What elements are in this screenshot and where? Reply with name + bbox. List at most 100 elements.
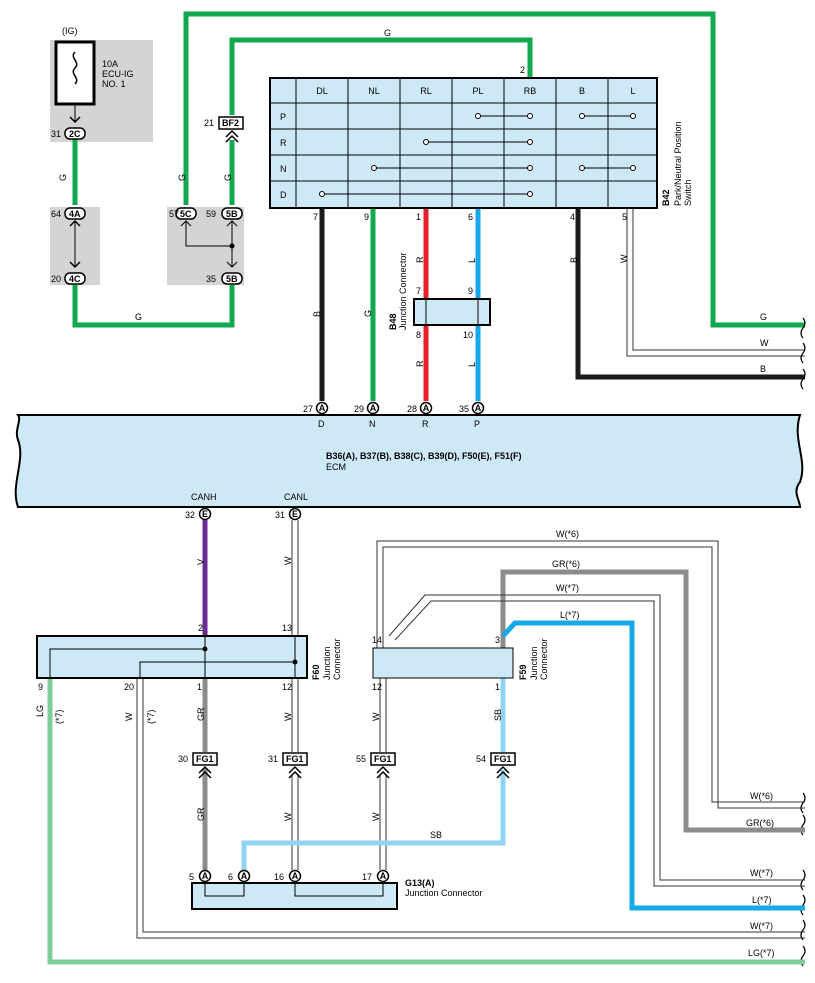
ecm-block: B36(A), B37(B), B38(C), B39(D), F50(E), … <box>14 414 804 508</box>
ecm-pin-35-conn: A <box>475 403 482 413</box>
g13-name: Junction Connector <box>405 888 483 898</box>
switch-pin-9: 9 <box>364 212 369 222</box>
f59-pin-1: 1 <box>495 682 500 692</box>
switch-contacts <box>319 113 636 197</box>
ecm-pin-28-conn: A <box>423 403 430 413</box>
f60-pin-12: 12 <box>282 682 292 692</box>
connector-4a-label: 4A <box>69 209 81 219</box>
f59-pin-14: 14 <box>372 635 382 645</box>
f60-pin-1: 1 <box>197 682 202 692</box>
connector-5b-top-label: 5B <box>226 209 238 219</box>
f60-pin-13: 13 <box>282 623 292 633</box>
wire-label-w7-right-2: W(*7) <box>750 921 773 931</box>
ecm-pin-27-num: 27 <box>303 404 313 414</box>
fg1-connector-30: FG1 30 <box>178 752 218 779</box>
switch-column-headers: DL NL RL PL RB B L <box>316 86 635 96</box>
switch-row-n: N <box>280 164 287 174</box>
f59-pin-3: 3 <box>495 635 500 645</box>
connector-4c-pin: 20 <box>51 274 61 284</box>
wire-label-r-top: R <box>415 256 425 263</box>
wire-label-w6-right: W(*6) <box>750 791 773 801</box>
fg1-connector-31: FG1 31 <box>268 752 308 779</box>
wire-lg-f60 <box>47 678 805 965</box>
wire-label-g-left: G <box>177 174 187 181</box>
wire-b-ground <box>575 208 805 380</box>
wire-label-lg-note: (*7) <box>54 709 64 724</box>
wire-l7-f59 <box>501 620 805 911</box>
wire-w6-f59 <box>376 540 805 809</box>
f60-name-line1: Junction <box>322 646 332 680</box>
wire-break-marks <box>800 317 806 967</box>
ecm-pin-28-label: R <box>422 419 429 429</box>
wire-label-w-f60-20-note: (*7) <box>146 709 156 724</box>
wire-w-canl <box>291 520 299 636</box>
switch-col-nl: NL <box>368 86 380 96</box>
g13-pin-5: 5 <box>189 872 194 882</box>
fg1-55-label: FG1 <box>374 754 392 764</box>
fg1-connector-55: FG1 55 <box>356 752 396 779</box>
ecm-name: ECM <box>326 462 346 472</box>
g13-pin-6-conn: A <box>241 871 248 881</box>
wire-label-sb-f59: SB <box>493 709 503 721</box>
wire-label-g-fuse: G <box>58 174 68 181</box>
ecm-pin-32-conn: E <box>202 509 208 519</box>
wire-label-b-d: B <box>312 311 322 317</box>
switch-name-line1: Park/Neutral Position <box>673 121 683 206</box>
wire-label-w6-top: W(*6) <box>556 529 579 539</box>
wire-label-g-top: G <box>384 28 391 38</box>
switch-b42: DL NL RL PL RB B L P R N D 2 7 9 1 6 4 5 <box>269 65 693 222</box>
connector-4a-pin: 64 <box>51 209 61 219</box>
wire-label-gr6-right: GR(*6) <box>746 818 774 828</box>
switch-pin-4: 4 <box>570 212 575 222</box>
fg1-55-pin: 55 <box>356 754 366 764</box>
wire-label-r-bottom: R <box>415 360 425 367</box>
connector-5b-bottom-pin: 35 <box>206 274 216 284</box>
connector-5b-top-pin: 59 <box>206 209 216 219</box>
fuse-name-line1: ECU-IG <box>102 69 134 79</box>
fuse-name-line2: NO. 1 <box>102 79 126 89</box>
g13-pin-16-conn: A <box>292 871 299 881</box>
b48-pin-9: 9 <box>468 286 473 296</box>
fuse-icon <box>72 51 78 85</box>
f60-pin-20: 20 <box>124 682 134 692</box>
switch-pin-6: 6 <box>468 212 473 222</box>
fuse-rating: 10A <box>102 59 118 69</box>
f59-name-line2: Connector <box>539 638 549 680</box>
wire-sb-g13 <box>241 770 506 870</box>
splice-dot-5 <box>229 243 235 249</box>
wire-label-sb-g13: SB <box>430 830 442 840</box>
wire-w-f59-12 <box>379 678 387 870</box>
wire-gr6-f59 <box>500 569 805 833</box>
switch-col-dl: DL <box>316 86 328 96</box>
fuse-box <box>54 40 96 106</box>
wire-label-g-bf2: G <box>223 174 233 181</box>
wire-label-gr6-top: GR(*6) <box>552 559 580 569</box>
switch-col-rb: RB <box>524 86 537 96</box>
fg1-connector-54: FG1 54 <box>476 752 516 779</box>
wire-label-w-canl: W <box>283 556 293 565</box>
connector-5b-top: 5B 59 <box>206 207 243 220</box>
connector-5b-bottom-label: 5B <box>226 274 238 284</box>
g13-code: G13(A) <box>405 878 435 888</box>
wire-w-f60-20 <box>136 678 805 939</box>
ecm-pin-27-label: D <box>318 419 325 429</box>
wire-label-gr-f60: GR <box>196 707 206 721</box>
b48-name: Junction Connector <box>398 252 408 330</box>
wire-label-v: V <box>196 559 206 565</box>
wire-label-w-f59-12: W <box>371 712 381 721</box>
ecm-pin-32-label: CANH <box>191 492 217 502</box>
fg1-31-pin: 31 <box>268 754 278 764</box>
wire-label-lg7-right: LG(*7) <box>748 948 775 958</box>
g13-pin-17-conn: A <box>380 871 387 881</box>
wire-label-w-g13-17: W <box>371 812 381 821</box>
f59-name-line1: Junction <box>529 646 539 680</box>
b48-pin-8: 8 <box>416 330 421 340</box>
fg1-54-label: FG1 <box>494 754 512 764</box>
wire-label-g-n: G <box>363 310 373 317</box>
connector-2c-label: 2C <box>69 129 81 139</box>
g13-pin-6: 6 <box>228 872 233 882</box>
ecm-pin-31-num: 31 <box>275 510 285 520</box>
wire-label-lg: LG <box>35 705 45 717</box>
wire-label-w-f60-20: W <box>124 712 134 721</box>
wire-label-l7-right: L(*7) <box>752 895 772 905</box>
